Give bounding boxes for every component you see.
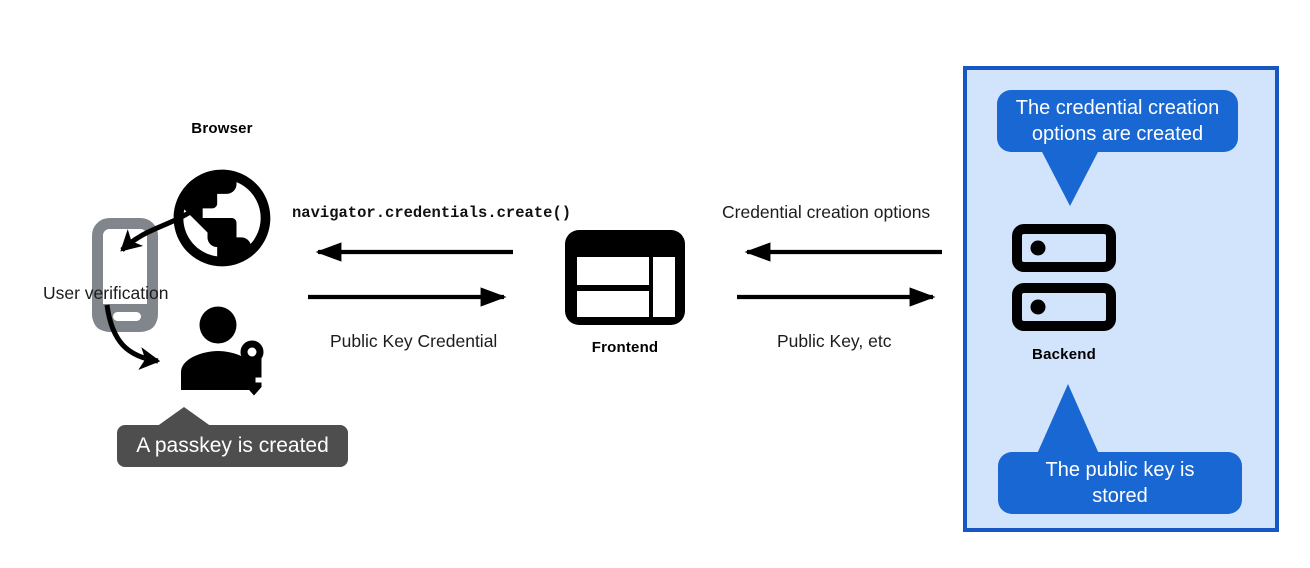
- bubble-top-pointer: [1040, 148, 1100, 206]
- credential-creation-options-label: Credential creation options: [722, 202, 931, 222]
- smartphone-icon: [92, 218, 158, 332]
- create-call-label: navigator.credentials.create(): [292, 204, 572, 222]
- passkey-created-tooltip: A passkey is created: [117, 425, 348, 467]
- user-verification-label: User verification: [43, 283, 169, 303]
- public-key-etc-label: Public Key, etc: [777, 331, 892, 351]
- globe-icon: [164, 160, 280, 276]
- public-key-credential-label: Public Key Credential: [330, 331, 498, 351]
- server-icon: [1012, 224, 1116, 334]
- bubble-bottom-pointer: [1037, 384, 1099, 454]
- browser-window-icon: [565, 230, 685, 325]
- backend-label: Backend: [1032, 346, 1096, 363]
- person-key-icon: [172, 298, 272, 398]
- passkey-tooltip-pointer: [156, 407, 212, 427]
- browser-label: Browser: [191, 120, 253, 137]
- bubble-credential-options-created: The credential creation options are crea…: [997, 90, 1238, 152]
- frontend-label: Frontend: [591, 339, 659, 356]
- bubble-public-key-stored: The public key is stored: [998, 452, 1242, 514]
